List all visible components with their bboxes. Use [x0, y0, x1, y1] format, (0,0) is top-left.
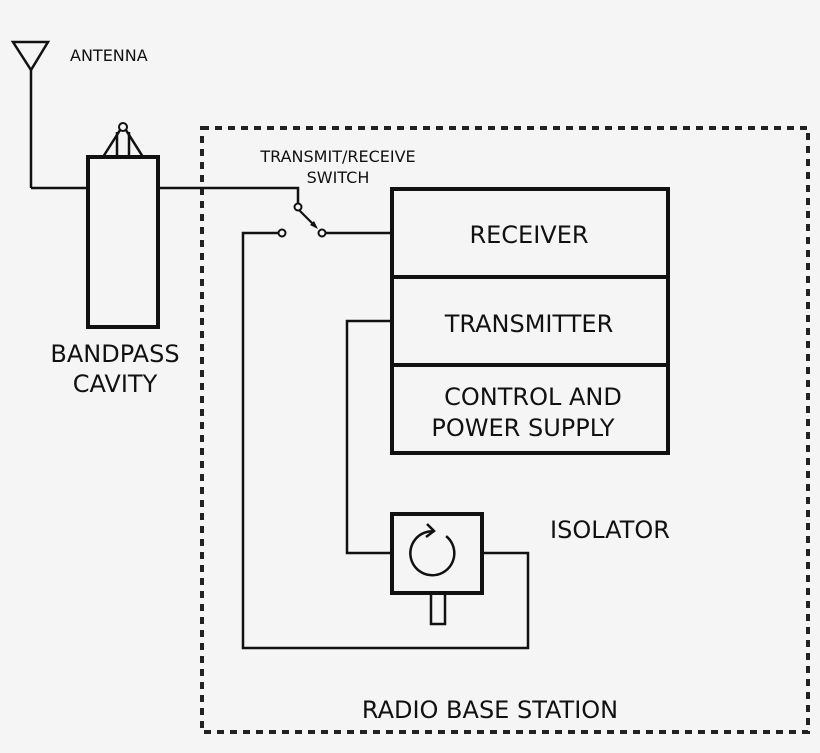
- control-power-supply-block: [390, 363, 670, 455]
- antenna-icon: [10, 40, 51, 188]
- switch-label-line1: TRANSMIT/RECEIVE: [259, 147, 415, 166]
- radio-base-station-label: RADIO BASE STATION: [362, 696, 618, 724]
- receiver-block: [390, 187, 670, 279]
- bandpass-cavity: [86, 122, 160, 329]
- bandpass-cavity-label-line2: CAVITY: [73, 370, 158, 398]
- switch-to-isolator-wire: [241, 231, 530, 650]
- radio-base-station-boundary: [200, 126, 810, 734]
- transmitter-block: [390, 275, 670, 367]
- control-label-line1: CONTROL AND: [444, 383, 622, 411]
- isolator: [390, 512, 484, 626]
- transmitter-to-isolator-wire: [345, 319, 392, 555]
- cavity-to-switch-wire: [158, 186, 300, 205]
- antenna-label: ANTENNA: [70, 46, 148, 65]
- switch-label-line2: SWITCH: [307, 168, 370, 187]
- transmit-receive-switch: [277, 202, 327, 238]
- bandpass-cavity-label-line1: BANDPASS: [50, 340, 179, 368]
- receiver-label: RECEIVER: [469, 221, 588, 249]
- transmitter-label: TRANSMITTER: [444, 310, 614, 338]
- control-label-line2: POWER SUPPLY: [431, 414, 614, 442]
- isolator-label: ISOLATOR: [550, 516, 670, 544]
